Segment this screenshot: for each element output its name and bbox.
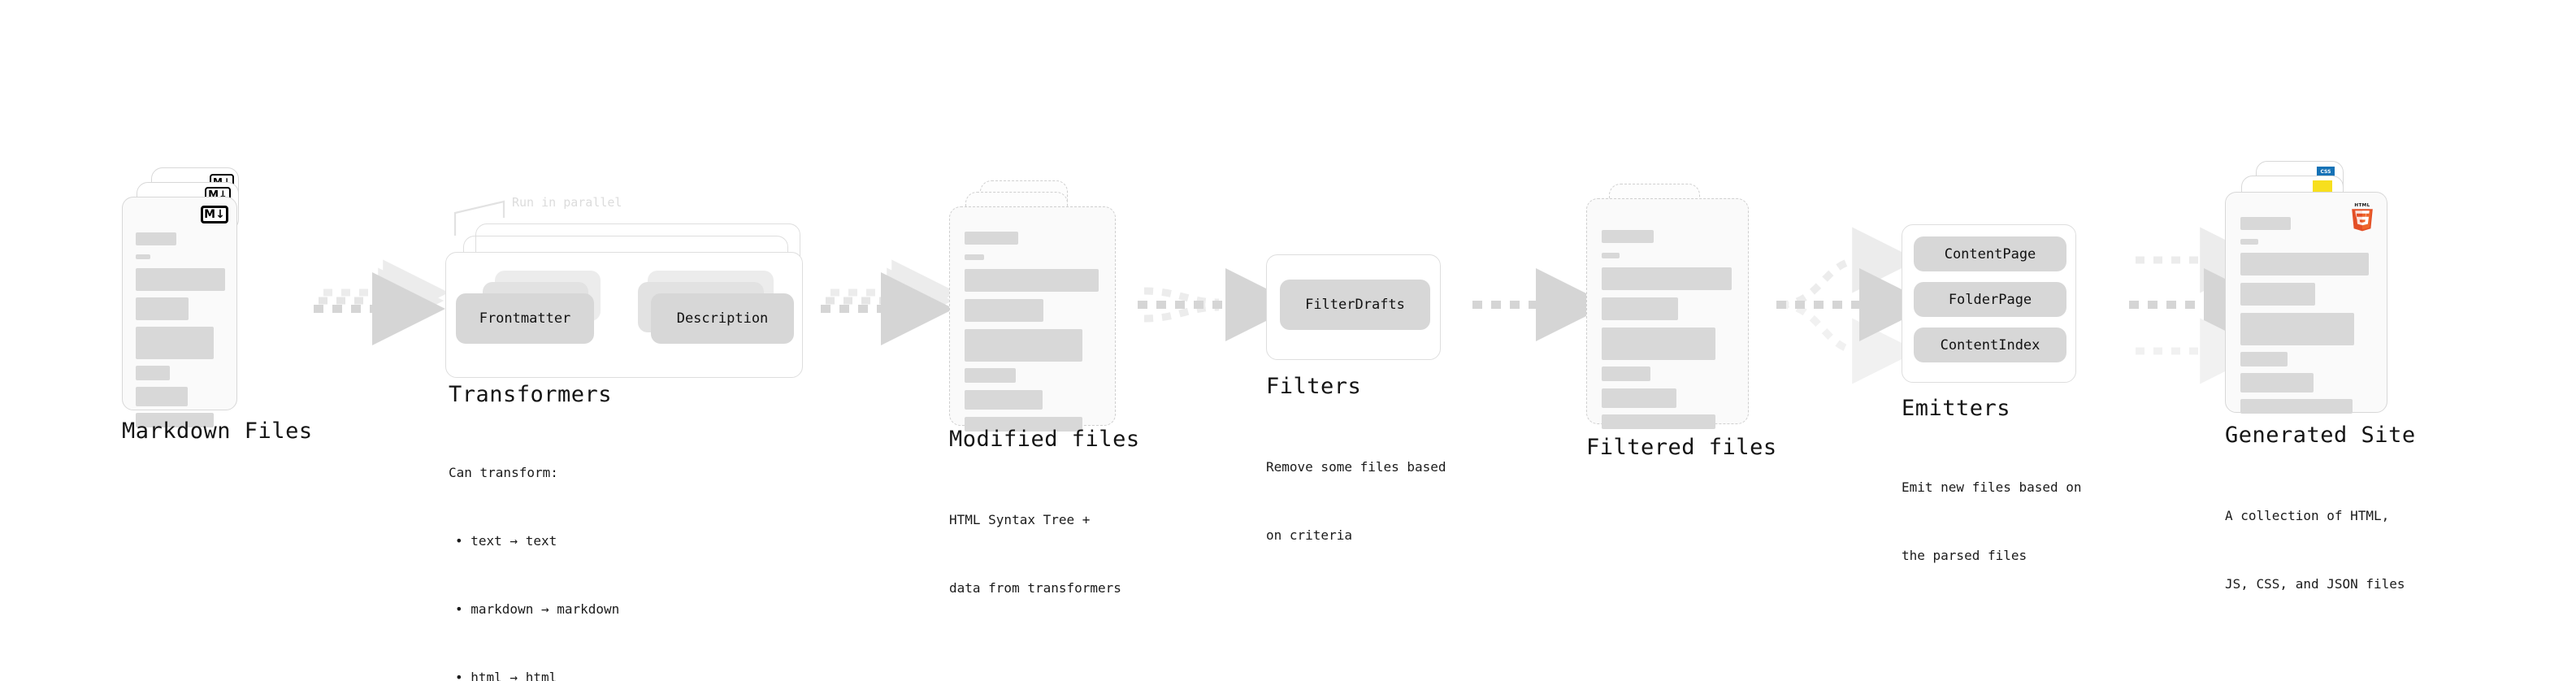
- filter-chip-label: FilterDrafts: [1305, 297, 1405, 313]
- emitters-box: ContentPage FolderPage ContentIndex: [1902, 224, 2076, 383]
- emitters-desc-line: Emit new files based on: [1902, 479, 2082, 495]
- skeleton-line: [136, 327, 214, 359]
- skeleton-line: [965, 269, 1099, 292]
- css3-icon: CSS: [2317, 167, 2335, 177]
- emitter-chip-label: ContentIndex: [1940, 336, 2040, 354]
- stage-desc-emitters: Emit new files based on the parsed files: [1902, 431, 2082, 613]
- skeleton-line: [136, 413, 214, 427]
- arrow-transformers-to-modified: [821, 259, 958, 345]
- transformer-chip-label: Frontmatter: [479, 310, 571, 327]
- modified-desc-line: HTML Syntax Tree +: [949, 512, 1091, 527]
- stage-desc-generated-site: A collection of HTML, JS, CSS, and JSON …: [2225, 459, 2405, 641]
- stage-title-filtered-files: Filtered files: [1586, 435, 1777, 460]
- transformer-chip-description[interactable]: Description: [651, 293, 794, 344]
- markdown-card-front: M↓: [122, 197, 237, 427]
- stage-title-emitters: Emitters: [1902, 396, 2011, 421]
- markdown-icon-glyph: M↓: [204, 208, 225, 221]
- site-desc-line: A collection of HTML,: [2225, 508, 2390, 523]
- skeleton-line: [965, 232, 1018, 245]
- skeleton-line: [136, 232, 176, 245]
- arrow-filtered-to-emitters: [1776, 227, 1932, 384]
- markdown-icon: M↓: [201, 206, 228, 223]
- skeleton-line: [1602, 253, 1620, 258]
- generated-card-front: HTML: [2225, 192, 2387, 414]
- stage-desc-modified-files: HTML Syntax Tree + data from transformer…: [949, 463, 1121, 645]
- skeleton-line: [1602, 367, 1650, 381]
- transform-desc-line: Can transform:: [449, 465, 558, 480]
- skeleton-line: [136, 366, 170, 380]
- skeleton-line: [136, 297, 189, 320]
- stage-title-generated-site: Generated Site: [2225, 423, 2416, 448]
- filters-box: FilterDrafts: [1266, 254, 1441, 360]
- emitter-chip-contentpage[interactable]: ContentPage: [1914, 236, 2066, 271]
- transformers-box: Frontmatter Description: [445, 252, 803, 378]
- stage-desc-filters: Remove some files based on criteria: [1266, 410, 1446, 592]
- skeleton-line: [2240, 283, 2315, 306]
- skeleton-line: [136, 254, 150, 259]
- run-in-parallel-label: Run in parallel: [512, 195, 622, 210]
- skeleton-line: [1602, 267, 1732, 290]
- emitters-desc-line: the parsed files: [1902, 548, 2027, 563]
- filters-desc-line: on criteria: [1266, 527, 1352, 543]
- stage-title-filters: Filters: [1266, 374, 1362, 399]
- skeleton-line: [2240, 373, 2314, 393]
- skeleton-line: [2240, 313, 2354, 345]
- html5-icon: HTML: [2349, 201, 2375, 232]
- css3-icon-glyph: CSS: [2320, 169, 2331, 175]
- arrow-emitters-to-site: [2129, 227, 2277, 384]
- skeleton-line: [965, 299, 1043, 322]
- skeleton-line: [1602, 230, 1654, 243]
- stage-title-modified-files: Modified files: [949, 427, 1140, 452]
- skeleton-line: [1602, 414, 1715, 429]
- filters-desc-line: Remove some files based: [1266, 459, 1446, 475]
- svg-text:HTML: HTML: [2354, 203, 2370, 208]
- skeleton-line: [1602, 327, 1715, 360]
- arrow-markdown-to-transformers: [314, 259, 449, 345]
- skeleton-line: [2240, 217, 2291, 230]
- skeleton-line: [2240, 239, 2258, 245]
- stage-title-markdown-files: Markdown Files: [122, 419, 313, 444]
- html5-icon-svg: HTML: [2352, 203, 2373, 232]
- skeleton-line: [965, 254, 984, 260]
- emitter-chip-label: ContentPage: [1944, 245, 2036, 262]
- skeleton-line: [136, 268, 225, 291]
- emitter-chip-folderpage[interactable]: FolderPage: [1914, 282, 2066, 317]
- transform-desc-line: • markdown → markdown: [455, 601, 620, 617]
- emitter-chip-contentindex[interactable]: ContentIndex: [1914, 327, 2066, 362]
- transformer-chip-label: Description: [676, 310, 769, 327]
- skeleton-line: [965, 329, 1082, 362]
- skeleton-line: [136, 387, 188, 406]
- skeleton-line: [2240, 352, 2288, 367]
- modified-card-front: [949, 206, 1116, 432]
- site-desc-line: JS, CSS, and JSON files: [2225, 576, 2405, 592]
- skeleton-line: [965, 390, 1043, 410]
- skeleton-line: [2240, 253, 2369, 275]
- stage-title-transformers: Transformers: [449, 382, 613, 407]
- modified-desc-line: data from transformers: [949, 580, 1121, 596]
- skeleton-line: [1602, 388, 1676, 408]
- emitter-chip-label: FolderPage: [1948, 291, 2032, 308]
- skeleton-line: [965, 417, 1082, 432]
- skeleton-line: [1602, 297, 1678, 320]
- filter-chip-filterdrafts[interactable]: FilterDrafts: [1280, 280, 1430, 330]
- transformer-chip-frontmatter[interactable]: Frontmatter: [456, 293, 594, 344]
- transform-desc-line: • html → html: [455, 670, 557, 681]
- arrow-modified-to-filters: [1138, 268, 1299, 341]
- skeleton-line: [965, 368, 1016, 383]
- transform-desc-line: • text → text: [455, 533, 557, 549]
- skeleton-line: [2240, 399, 2353, 414]
- filtered-card-front: [1586, 198, 1749, 429]
- stage-desc-transformers: Can transform: • text → text • markdown …: [449, 416, 619, 681]
